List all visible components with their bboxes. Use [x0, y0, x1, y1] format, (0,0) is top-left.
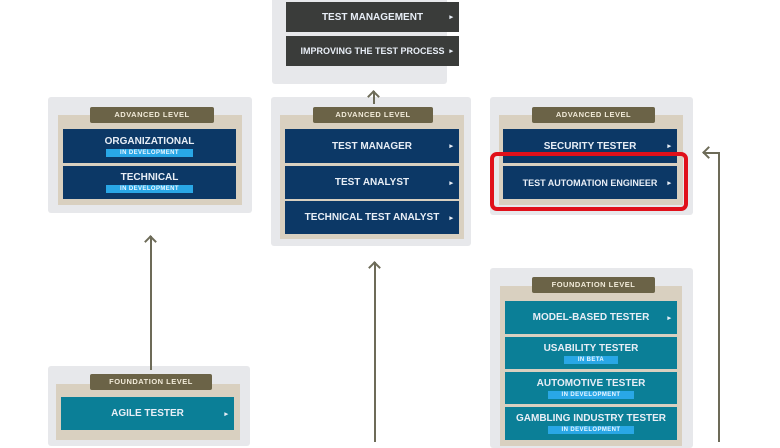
arrow-right-icon: ▸	[667, 143, 671, 150]
arrow-right-icon: ▸	[449, 14, 453, 21]
label: MODEL-BASED TESTER	[532, 312, 650, 323]
level-header: ADVANCED LEVEL	[532, 107, 655, 123]
arrow-left-icon	[702, 146, 715, 159]
arrow-right-icon: ▸	[449, 179, 453, 187]
arrow-right-icon: ▸	[667, 179, 671, 187]
technical-button[interactable]: TECHNICAL IN DEVELOPMENT	[63, 166, 236, 199]
test-manager-button[interactable]: TEST MANAGER ▸	[285, 129, 459, 163]
improving-test-process-button[interactable]: IMPROVING THE TEST PROCESS ▸	[286, 36, 459, 66]
arrow-right-icon: ▸	[449, 143, 453, 150]
highlight-outline	[490, 152, 688, 211]
test-analyst-button[interactable]: TEST ANALYST ▸	[285, 166, 459, 199]
label: TEST MANAGEMENT	[321, 11, 424, 23]
label: USABILITY TESTER	[543, 342, 639, 354]
level-header: ADVANCED LEVEL	[90, 107, 214, 123]
technical-test-analyst-button[interactable]: TECHNICAL TEST ANALYST ▸	[285, 201, 459, 234]
arrow-right-icon: ▸	[224, 410, 228, 418]
status-badge: IN DEVELOPMENT	[547, 426, 635, 434]
label: GAMBLING INDUSTRY TESTER	[515, 413, 666, 424]
connector-line	[373, 91, 375, 104]
connector-line	[703, 152, 720, 154]
level-header: FOUNDATION LEVEL	[532, 277, 655, 293]
arrow-right-icon: ▸	[449, 214, 453, 222]
arrow-right-icon: ▸	[667, 314, 671, 322]
label: TEST MANAGER	[332, 140, 412, 152]
connector-line	[150, 236, 152, 370]
test-automation-engineer-button[interactable]: TEST AUTOMATION ENGINEER ▸	[503, 166, 677, 199]
level-header: FOUNDATION LEVEL	[90, 374, 212, 390]
label: TECHNICAL TEST ANALYST	[304, 212, 440, 223]
arrow-up-icon	[368, 261, 381, 274]
label: TEST AUTOMATION ENGINEER	[522, 177, 658, 188]
label: AGILE TESTER	[111, 408, 184, 419]
status-badge: IN DEVELOPMENT	[106, 148, 193, 157]
label: SECURITY TESTER	[543, 140, 637, 152]
connector-line	[718, 152, 720, 442]
gambling-industry-tester-button[interactable]: GAMBLING INDUSTRY TESTER IN DEVELOPMENT	[505, 407, 677, 440]
label: TECHNICAL	[120, 172, 179, 183]
status-badge: IN DEVELOPMENT	[547, 390, 635, 399]
status-badge: IN BETA	[563, 355, 619, 364]
model-based-tester-button[interactable]: MODEL-BASED TESTER ▸	[505, 301, 677, 334]
arrow-right-icon: ▸	[449, 48, 453, 55]
level-header: ADVANCED LEVEL	[313, 107, 433, 123]
test-management-button[interactable]: TEST MANAGEMENT ▸	[286, 2, 459, 32]
label: IMPROVING THE TEST PROCESS	[300, 46, 445, 56]
agile-tester-button[interactable]: AGILE TESTER ▸	[61, 397, 234, 430]
label: ORGANIZATIONAL	[104, 135, 195, 147]
label: TEST ANALYST	[334, 177, 410, 188]
connector-line	[374, 262, 376, 442]
status-badge: IN DEVELOPMENT	[106, 185, 193, 193]
security-tester-button[interactable]: SECURITY TESTER ▸	[503, 129, 677, 163]
arrow-up-icon	[144, 235, 157, 248]
label: AUTOMOTIVE TESTER	[536, 377, 646, 389]
